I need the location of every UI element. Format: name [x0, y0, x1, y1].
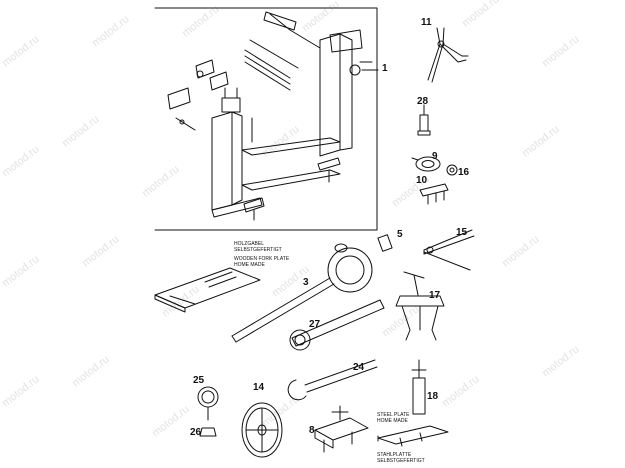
callout-10: 10 — [416, 175, 428, 186]
callout-26: 26 — [190, 427, 202, 438]
callout-8: 8 — [309, 425, 315, 436]
note-steel-plate-en-2: HOME MADE — [377, 418, 408, 424]
tool-15-drawing — [423, 229, 475, 271]
callout-1: 1 — [382, 63, 388, 74]
note-steel-plate-de-1: STAHLPLATTE — [377, 452, 412, 458]
tool-5-drawing — [377, 234, 393, 252]
steel-plate-drawing — [377, 425, 449, 447]
note-fork-plate-en-2: HOME MADE — [234, 262, 265, 268]
tool-28-drawing — [417, 104, 431, 136]
tool-18-drawing — [411, 359, 427, 415]
tool-24-drawing — [287, 359, 378, 401]
note-fork-plate-de-1: HOLZGABEL — [234, 241, 265, 247]
callout-11: 11 — [421, 17, 432, 28]
callout-14: 14 — [253, 382, 265, 393]
snap-ring-pliers — [427, 27, 469, 83]
callout-3: 3 — [303, 277, 309, 288]
note-fork-plate-de-2: SELBSTGEFERTIGT — [234, 247, 282, 253]
tool-9-drawing — [411, 156, 441, 172]
tool-16-drawing — [446, 164, 458, 176]
tool-25-drawing — [197, 386, 219, 421]
callout-5: 5 — [397, 229, 403, 240]
tool-14-drawing — [241, 402, 283, 458]
engine-stand-drawing — [167, 11, 373, 221]
tool-3-drawing — [231, 243, 373, 343]
callout-9: 9 — [432, 151, 438, 162]
callout-24: 24 — [353, 362, 365, 373]
callout-16: 16 — [458, 167, 470, 178]
callout-27: 27 — [309, 319, 321, 330]
wooden-fork-plate-drawing — [154, 267, 261, 313]
note-steel-plate-en-1: STEEL PLATE — [377, 412, 410, 418]
callout-25: 25 — [193, 375, 205, 386]
note-steel-plate-de-2: SELBSTGEFERTIGT — [377, 458, 425, 464]
tool-27-drawing — [289, 299, 385, 351]
tool-26-drawing — [199, 427, 217, 437]
callout-17: 17 — [429, 290, 441, 301]
tool-8-drawing — [314, 405, 369, 453]
note-fork-plate-en-1: WOODEN FORK PLATE — [234, 256, 290, 262]
tool-10-drawing — [419, 183, 449, 205]
callout-15: 15 — [456, 227, 468, 238]
engine-stand-frame-box — [154, 7, 378, 231]
callout-28: 28 — [417, 96, 429, 107]
tool-17-drawing — [395, 271, 445, 341]
callout-18: 18 — [427, 391, 439, 402]
